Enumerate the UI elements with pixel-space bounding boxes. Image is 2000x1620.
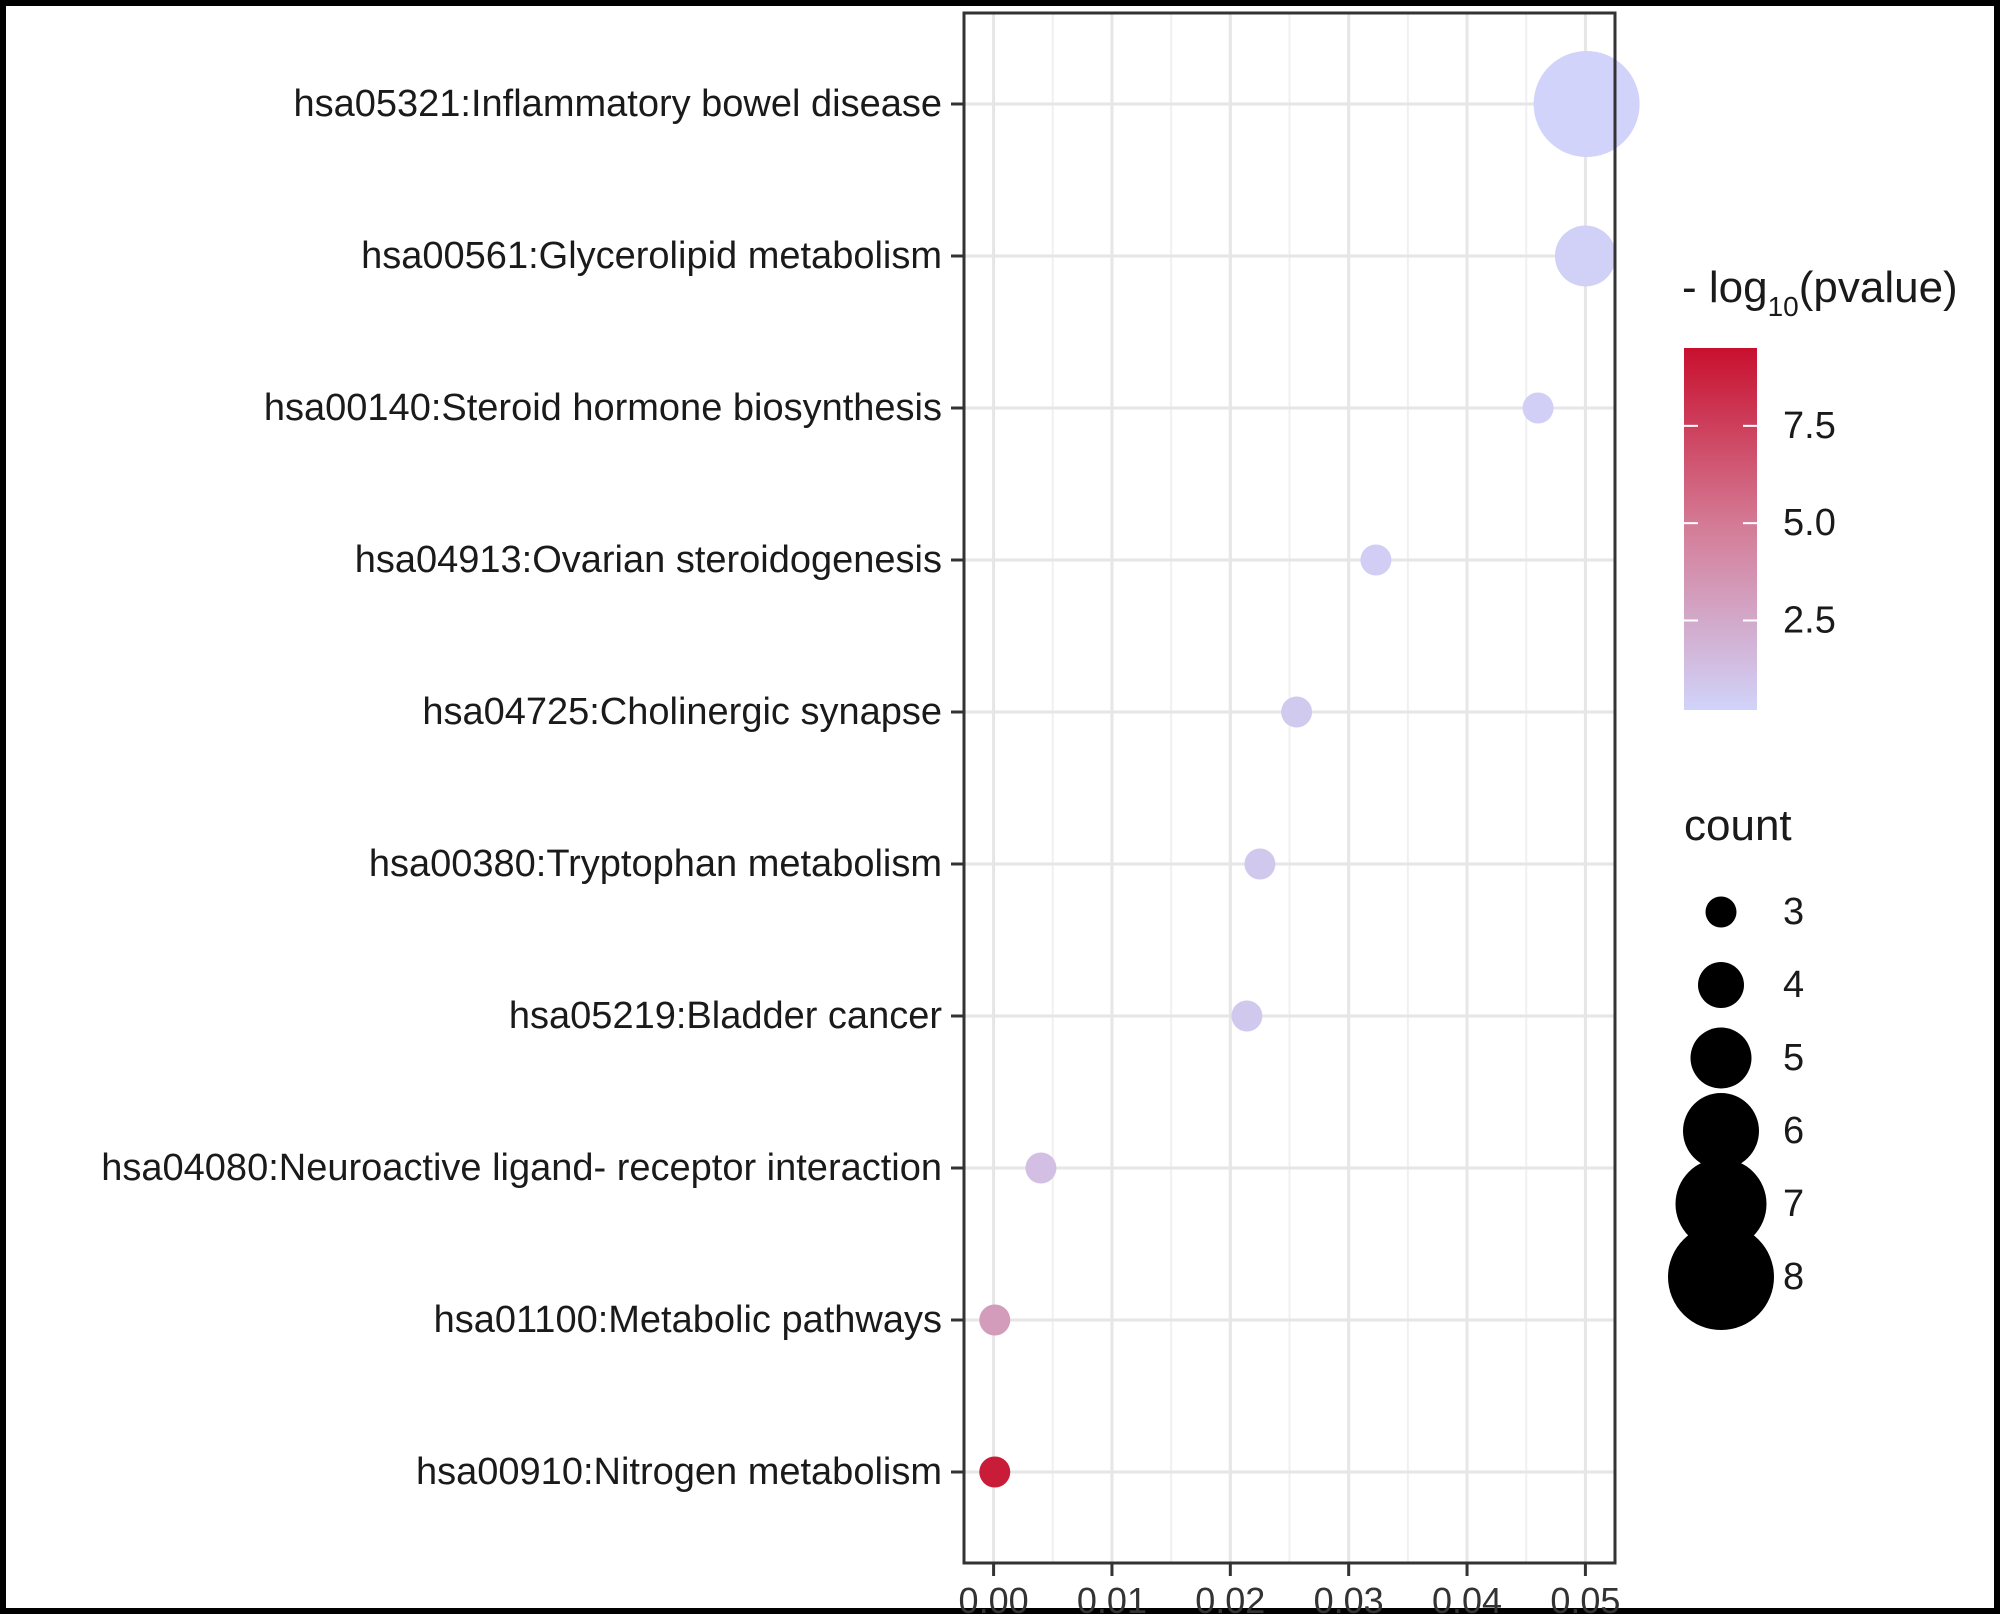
- color-bar-tick-label: 2.5: [1783, 599, 1836, 641]
- y-tick-label: hsa04913:Ovarian steroidogenesis: [355, 539, 942, 581]
- size-legend-title: count: [1684, 801, 1792, 850]
- x-tick-label: 0.04: [1432, 1580, 1502, 1620]
- size-legend-items: 3 4 5 6 7 8: [1668, 891, 1804, 1330]
- y-tick-label: hsa04725:Cholinergic synapse: [422, 691, 942, 733]
- x-tick-label: 0.03: [1314, 1580, 1384, 1620]
- size-legend-label: 3: [1783, 891, 1804, 933]
- y-tick-label: hsa00140:Steroid hormone biosynthesis: [264, 387, 942, 429]
- size-legend-label: 5: [1783, 1037, 1804, 1079]
- data-point: [1533, 51, 1640, 157]
- y-tick-label: hsa00561:Glycerolipid metabolism: [361, 235, 942, 277]
- data-point: [1244, 848, 1276, 880]
- legend: - log10(pvalue) 7.5 5.0 2.5 count 3 4 5 6 7 8: [1668, 263, 1958, 1330]
- size-legend-dot: [1675, 1158, 1767, 1250]
- y-tick-label: hsa00380:Tryptophan metabolism: [369, 843, 942, 885]
- size-legend-label: 4: [1783, 964, 1804, 1006]
- dot-plot-chart: hsa05321:Inflammatory bowel disease hsa00…: [101, 11, 1958, 1620]
- data-point: [1360, 544, 1392, 576]
- color-legend-title: - log10(pvalue): [1682, 263, 1958, 322]
- size-legend-label: 7: [1783, 1183, 1804, 1225]
- color-bar: [1684, 348, 1757, 710]
- y-tick-label: hsa05219:Bladder cancer: [509, 995, 942, 1037]
- size-legend-dot: [1668, 1224, 1774, 1330]
- size-legend-dot: [1705, 896, 1737, 928]
- x-axis: 0.00 0.01 0.02 0.03 0.04 0.05: [959, 1563, 1620, 1620]
- size-legend-label: 8: [1783, 1256, 1804, 1298]
- color-legend-title-suffix: (pvalue): [1799, 263, 1958, 312]
- data-point: [979, 1304, 1011, 1336]
- color-bar-ticks: 7.5 5.0 2.5: [1684, 405, 1836, 641]
- size-legend-dot: [1683, 1093, 1759, 1169]
- data-point: [1231, 1000, 1263, 1032]
- grid-lines: [964, 13, 1615, 1563]
- y-tick-label: hsa00910:Nitrogen metabolism: [416, 1451, 942, 1493]
- y-axis: hsa05321:Inflammatory bowel disease hsa00…: [101, 83, 964, 1493]
- x-tick-label: 0.02: [1195, 1580, 1265, 1620]
- size-legend-dot: [1698, 962, 1744, 1008]
- x-tick-label: 0.00: [959, 1580, 1029, 1620]
- data-point: [1025, 1152, 1057, 1184]
- data-point: [1554, 225, 1616, 287]
- y-tick-label: hsa05321:Inflammatory bowel disease: [294, 83, 943, 125]
- size-legend-dot: [1690, 1027, 1752, 1089]
- data-point: [1522, 392, 1554, 424]
- x-tick-label: 0.01: [1077, 1580, 1147, 1620]
- color-legend-title-subscript: 10: [1768, 291, 1799, 322]
- color-legend-title-prefix: - log: [1682, 263, 1768, 312]
- data-points: [979, 51, 1640, 1488]
- data-point: [1281, 696, 1313, 728]
- x-tick-label: 0.05: [1550, 1580, 1620, 1620]
- size-legend-label: 6: [1783, 1110, 1804, 1152]
- color-bar-tick-label: 5.0: [1783, 502, 1836, 544]
- y-tick-label: hsa04080:Neuroactive ligand- receptor in…: [101, 1147, 942, 1189]
- plot-panel-border: [962, 11, 1617, 1565]
- data-point: [979, 1456, 1011, 1488]
- color-bar-tick-label: 7.5: [1783, 405, 1836, 447]
- y-tick-label: hsa01100:Metabolic pathways: [434, 1299, 942, 1341]
